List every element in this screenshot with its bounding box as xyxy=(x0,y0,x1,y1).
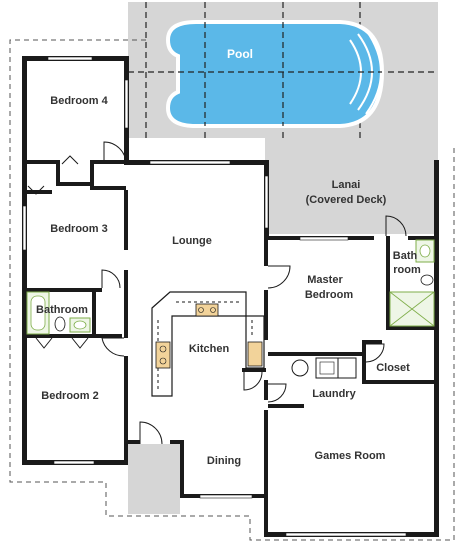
lanai-label: Lanai xyxy=(332,179,361,191)
windows xyxy=(22,56,407,537)
bathroom-fixtures xyxy=(26,239,435,335)
closet-label: Closet xyxy=(376,362,410,374)
roof-outline xyxy=(9,39,455,541)
laundry-label: Laundry xyxy=(312,388,356,400)
laundry-fixtures xyxy=(291,357,357,379)
bedroom-4-label: Bedroom 4 xyxy=(50,95,108,107)
kitchen-counters xyxy=(151,291,265,397)
dining-label: Dining xyxy=(207,455,241,467)
bathroom-label: Bathroom xyxy=(36,304,88,316)
bedroom-3-label: Bedroom 3 xyxy=(50,223,107,235)
pool xyxy=(165,20,385,128)
kitchen-label: Kitchen xyxy=(189,343,230,355)
pool-label: Pool xyxy=(227,47,253,61)
master-bedroom-sublabel: Bedroom xyxy=(305,289,354,301)
lanai-sublabel: (Covered Deck) xyxy=(306,194,387,206)
master-bedroom-label: Master xyxy=(307,274,343,286)
bedroom-2-label: Bedroom 2 xyxy=(41,390,98,402)
master-bath-sublabel: room xyxy=(393,264,421,276)
games-room-label: Games Room xyxy=(315,450,386,462)
door-swings xyxy=(27,141,407,445)
master-bath-label: Bath xyxy=(393,250,418,262)
lounge-label: Lounge xyxy=(172,235,212,247)
